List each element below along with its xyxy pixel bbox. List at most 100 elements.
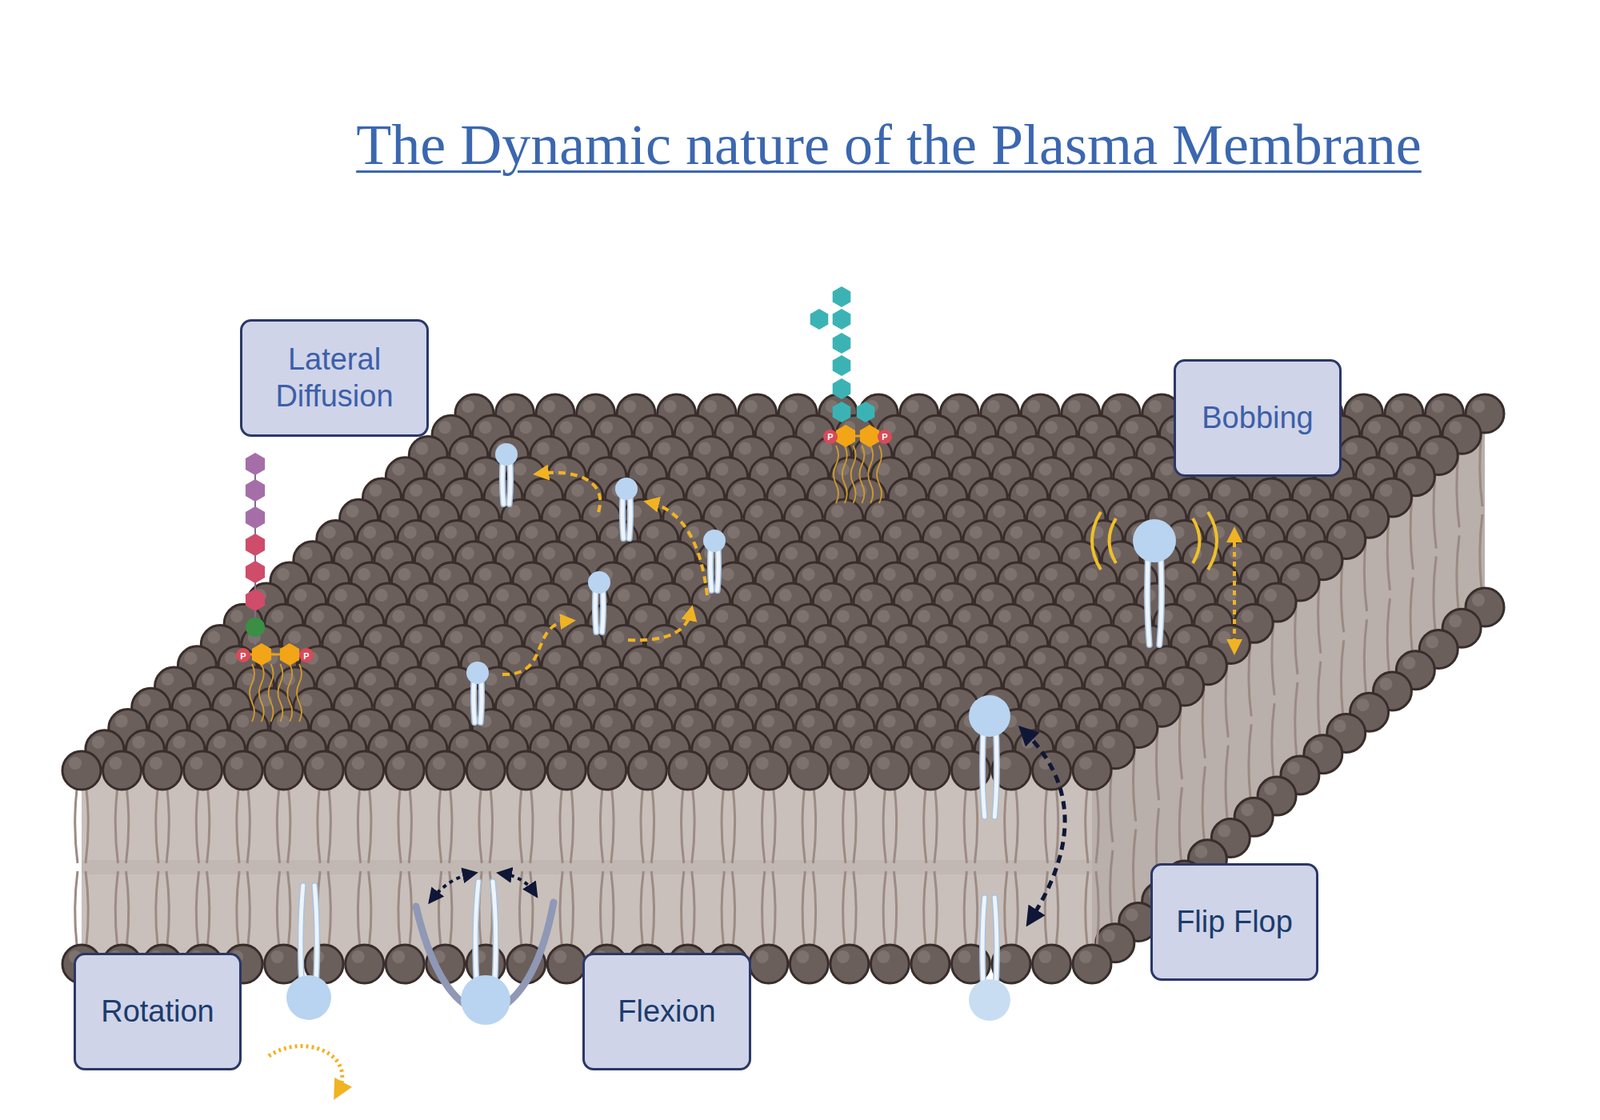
head-highlight [617, 441, 631, 455]
lipid-tail [853, 871, 856, 945]
lipid-head [304, 751, 344, 790]
head-highlight [323, 525, 336, 539]
head-highlight [490, 631, 504, 644]
head-highlight [1148, 400, 1162, 413]
lipid-tail [640, 871, 644, 945]
lipid-head [143, 751, 182, 790]
head-highlight [634, 756, 648, 770]
head-highlight [1021, 441, 1035, 455]
sugar-circle [245, 617, 265, 637]
head-highlight [940, 736, 954, 749]
head-highlight [917, 609, 931, 623]
head-highlight [340, 693, 353, 707]
head-highlight [1113, 652, 1127, 665]
head-highlight [634, 609, 648, 623]
process-box: Lateral Diffusion [240, 319, 429, 437]
head-highlight [380, 547, 394, 560]
lipid-tail [762, 789, 765, 864]
lipid-tail [519, 789, 522, 864]
head-highlight [224, 652, 238, 665]
head-highlight [819, 588, 832, 602]
lipid-tail [398, 871, 401, 945]
head-highlight [1425, 635, 1439, 648]
head-highlight [432, 756, 446, 770]
head-highlight [334, 588, 348, 602]
head-highlight [1154, 652, 1168, 665]
head-highlight [975, 484, 988, 497]
lipid-tail [207, 871, 210, 945]
lipid-tail [560, 871, 563, 945]
head-highlight [456, 736, 469, 749]
head-highlight [375, 736, 388, 749]
phospholipid [588, 571, 611, 632]
head-highlight [1287, 761, 1300, 775]
phospholipid [466, 661, 489, 723]
head-highlight [1154, 504, 1168, 518]
head-highlight [559, 715, 572, 728]
lipid-tail [247, 789, 250, 864]
head-highlight [438, 715, 452, 728]
membrane-slab [62, 394, 1504, 984]
head-highlight [605, 672, 619, 686]
head-highlight [404, 525, 417, 539]
head-highlight [981, 441, 995, 455]
head-highlight [1079, 463, 1092, 476]
head-highlight [663, 693, 676, 707]
head-highlight [536, 588, 550, 602]
head-highlight [1240, 609, 1254, 623]
head-highlight [1258, 484, 1272, 497]
head-highlight [876, 756, 890, 770]
head-highlight [1292, 525, 1306, 539]
lipid-head [385, 751, 424, 790]
head-highlight [750, 652, 764, 665]
lipid-tail [85, 789, 88, 864]
head-highlight [1032, 652, 1046, 665]
head-highlight [1194, 652, 1208, 665]
head-highlight [640, 715, 654, 728]
head-highlight [524, 672, 538, 686]
head-highlight [628, 652, 642, 665]
sugar-hexagon [245, 506, 265, 529]
head-highlight [784, 693, 798, 707]
head-highlight [1102, 588, 1116, 602]
head-highlight [161, 672, 175, 686]
lipid-tail [600, 789, 603, 864]
head-highlight [623, 547, 636, 560]
head-highlight [472, 609, 486, 623]
head-highlight [553, 950, 567, 964]
head-highlight [716, 463, 729, 476]
head-highlight [744, 400, 758, 413]
head-highlight [357, 568, 371, 581]
lipid-tail [721, 789, 724, 864]
bobbing-arrow [1232, 532, 1236, 649]
lipid-tail [438, 789, 441, 864]
fatty-acid-tail [249, 664, 255, 722]
sugar-hexagon [810, 308, 829, 330]
head-highlight [865, 693, 879, 707]
head-highlight [738, 588, 752, 602]
head-highlight [704, 693, 717, 707]
lipid-tail [732, 789, 735, 864]
lipid-tail [570, 871, 573, 945]
head-highlight [1200, 609, 1214, 623]
lipid-tail [207, 789, 210, 864]
head-highlight [1102, 441, 1116, 455]
head-highlight [565, 525, 579, 539]
head-highlight [409, 631, 423, 644]
head-highlight [732, 484, 746, 497]
head-highlight [508, 652, 521, 665]
head-highlight [709, 504, 723, 518]
head-highlight [623, 400, 636, 413]
head-highlight [987, 400, 1000, 413]
head-highlight [1125, 568, 1139, 581]
lipid-tail [530, 871, 533, 945]
head-highlight [190, 756, 204, 770]
lipid-tail [288, 871, 291, 945]
phospholipid [460, 881, 511, 1025]
head-highlight [1310, 740, 1324, 754]
lipid-head [749, 944, 788, 984]
polar-head [466, 661, 489, 684]
head-highlight [542, 400, 556, 413]
head-highlight [513, 609, 527, 623]
head-highlight [906, 693, 920, 707]
